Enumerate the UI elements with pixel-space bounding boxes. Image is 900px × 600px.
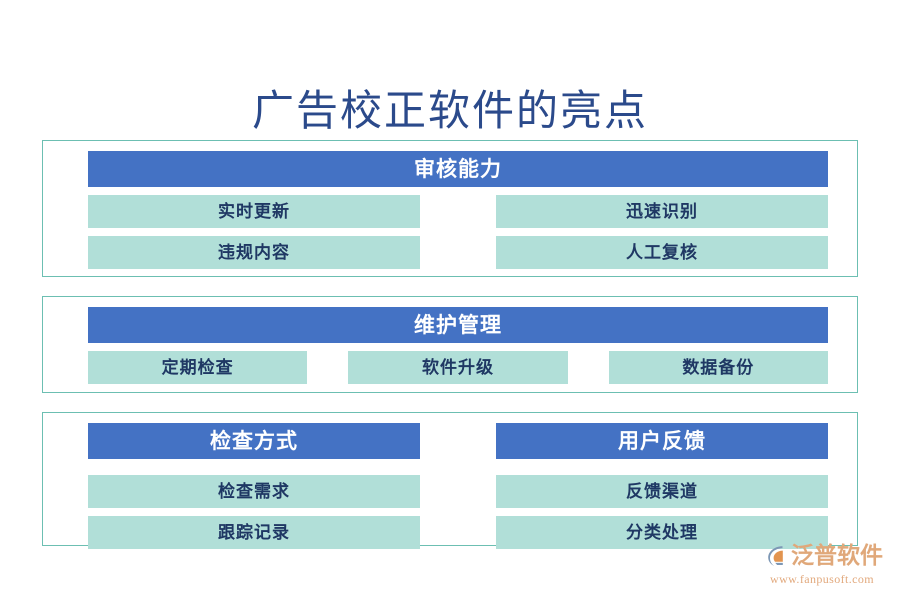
item-chip[interactable]: 实时更新 bbox=[88, 195, 420, 228]
section-header-user-feedback: 用户反馈 bbox=[496, 423, 828, 459]
brand-logo-row: 泛普软件 bbox=[762, 543, 883, 569]
section-inspection-and-feedback-columns: 检查方式 检查需求 跟踪记录 用户反馈 反馈渠道 分类处理 bbox=[88, 423, 828, 549]
section-inspection-and-feedback-inner: 检查方式 检查需求 跟踪记录 用户反馈 反馈渠道 分类处理 bbox=[88, 423, 828, 549]
item-chip[interactable]: 跟踪记录 bbox=[88, 516, 420, 549]
brand-logo: 泛普软件 www.fanpusoft.com bbox=[762, 543, 890, 591]
page-title: 广告校正软件的亮点 bbox=[251, 89, 648, 135]
column-inspection-method: 检查方式 检查需求 跟踪记录 bbox=[88, 423, 420, 549]
brand-logo-url: www.fanpusoft.com bbox=[770, 572, 875, 586]
item-chip[interactable]: 分类处理 bbox=[496, 516, 828, 549]
item-chip[interactable]: 反馈渠道 bbox=[496, 475, 828, 508]
fanpu-logo-icon bbox=[762, 543, 788, 569]
item-chip[interactable]: 定期检查 bbox=[88, 351, 308, 384]
item-chip[interactable]: 软件升级 bbox=[348, 351, 568, 384]
section-maintenance-management: 维护管理 定期检查 软件升级 数据备份 bbox=[42, 296, 858, 393]
section-audit-capability-inner: 审核能力 实时更新 迅速识别 违规内容 人工复核 bbox=[88, 151, 828, 269]
item-chip[interactable]: 违规内容 bbox=[88, 236, 420, 269]
section-header-inspection-method: 检查方式 bbox=[88, 423, 420, 459]
section-audit-capability-items: 实时更新 迅速识别 违规内容 人工复核 bbox=[88, 195, 828, 269]
section-header-audit-capability: 审核能力 bbox=[88, 151, 828, 187]
column-user-feedback: 用户反馈 反馈渠道 分类处理 bbox=[496, 423, 828, 549]
section-header-maintenance-management: 维护管理 bbox=[88, 307, 828, 343]
item-chip[interactable]: 迅速识别 bbox=[496, 195, 828, 228]
section-audit-capability: 审核能力 实时更新 迅速识别 违规内容 人工复核 bbox=[42, 140, 858, 277]
section-maintenance-management-items: 定期检查 软件升级 数据备份 bbox=[88, 351, 828, 384]
item-chip[interactable]: 数据备份 bbox=[608, 351, 828, 384]
section-maintenance-management-inner: 维护管理 定期检查 软件升级 数据备份 bbox=[88, 307, 828, 384]
section-inspection-and-feedback: 检查方式 检查需求 跟踪记录 用户反馈 反馈渠道 分类处理 bbox=[42, 412, 858, 549]
brand-logo-name: 泛普软件 bbox=[791, 543, 883, 568]
item-chip[interactable]: 检查需求 bbox=[88, 475, 420, 508]
item-chip[interactable]: 人工复核 bbox=[496, 236, 828, 269]
